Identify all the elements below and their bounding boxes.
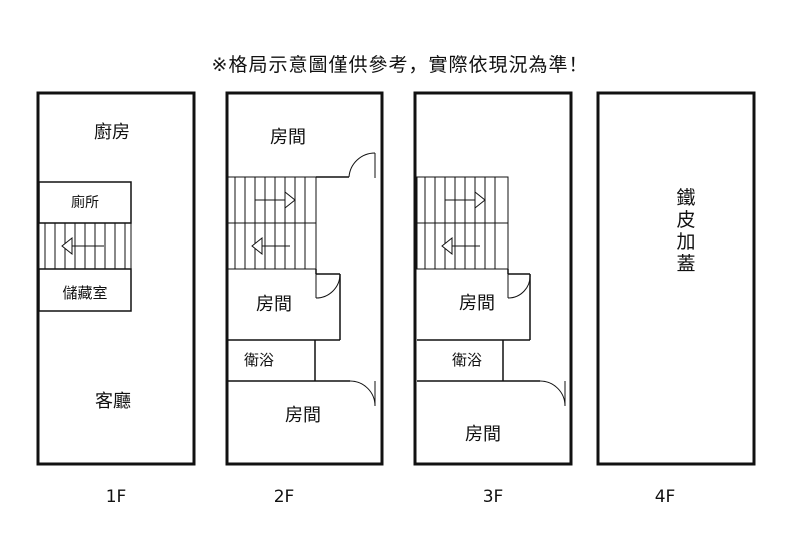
floor-3f-plan: [413, 91, 573, 466]
room-label-3f-room-middle: 房間: [459, 293, 495, 314]
stair-2f-upper: [226, 176, 317, 224]
floor-label-2f: 2F: [274, 487, 295, 507]
floor-label-3f: 3F: [483, 487, 504, 507]
room-label-1f-kitchen: 廚房: [94, 121, 130, 143]
stair-1f: [38, 222, 132, 270]
door-2f-top: [348, 152, 376, 178]
room-label-2f-room-top: 房間: [270, 127, 306, 148]
floor-4f-plan: [596, 91, 756, 466]
floor-label-1f: 1F: [106, 487, 127, 507]
room-label-4f-char-3: 加: [676, 231, 695, 253]
room-label-1f-storage: 儲藏室: [62, 284, 107, 302]
door-3f-bottom: [539, 380, 566, 407]
stair-3f-lower: [416, 222, 509, 270]
door-3f-middle: [507, 273, 531, 299]
room-label-4f-char-4: 蓋: [676, 253, 695, 275]
floor-label-4f: 4F: [655, 487, 676, 507]
room-label-4f-char-2: 皮: [676, 209, 695, 231]
room-label-3f-room-bottom: 房間: [465, 424, 501, 445]
room-label-2f-room-middle: 房間: [256, 294, 292, 315]
stair-2f-lower: [226, 222, 317, 270]
disclaimer-caption: ※格局示意圖僅供參考，實際依現況為準！: [211, 54, 589, 76]
room-label-3f-bathroom: 衛浴: [452, 351, 482, 369]
stair-3f-upper: [416, 176, 509, 224]
door-2f-middle: [315, 273, 341, 299]
room-label-2f-bathroom: 衛浴: [244, 351, 274, 369]
room-label-2f-room-bottom: 房間: [285, 405, 321, 426]
room-label-1f-toilet: 廁所: [71, 194, 99, 211]
door-2f-bottom: [349, 380, 376, 407]
floor-2f-plan: [225, 91, 384, 466]
room-label-1f-living-room: 客廳: [95, 391, 131, 412]
room-label-4f-char-1: 鐵: [676, 187, 695, 209]
floor-1f-plan: [36, 91, 196, 466]
